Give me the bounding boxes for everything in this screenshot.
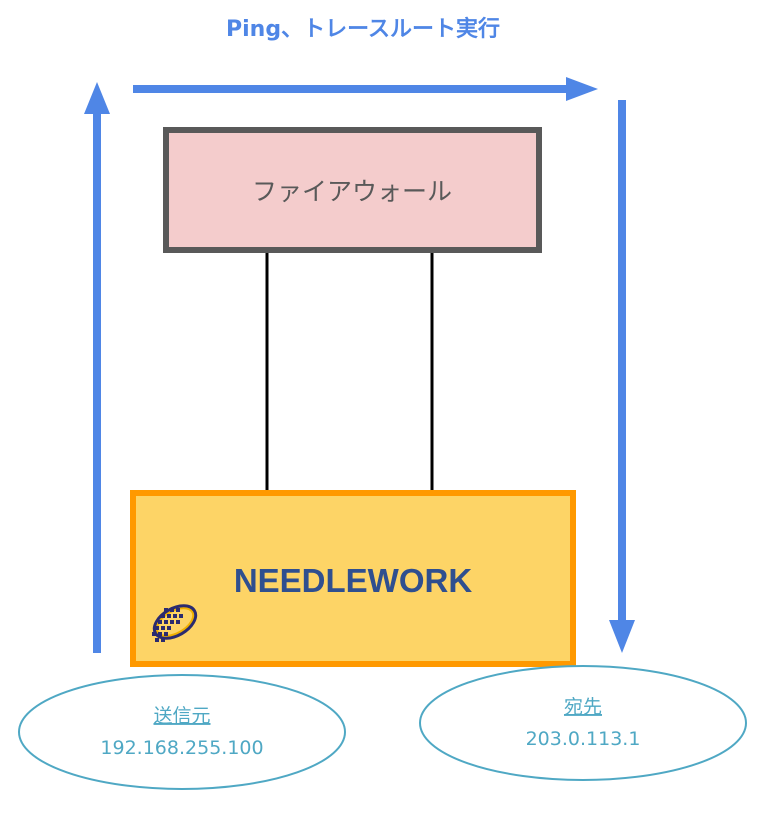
right-arrow-icon (133, 77, 598, 101)
source-address: 192.168.255.100 (100, 737, 263, 759)
needlework-logo-icon (152, 604, 198, 642)
firewall-box: ファイアウォール (163, 127, 542, 253)
up-arrow-icon (84, 82, 110, 653)
destination-address: 203.0.113.1 (526, 728, 641, 750)
source-label: 送信元 (153, 705, 210, 727)
down-arrow-icon (609, 100, 635, 653)
diagram-title: Ping、トレースルート実行 (226, 16, 500, 42)
firewall-label: ファイアウォール (252, 177, 452, 206)
needlework-label: NEEDLEWORK (234, 562, 473, 599)
needlework-box: NEEDLEWORK (130, 490, 576, 667)
destination-endpoint: 宛先 203.0.113.1 (419, 665, 747, 781)
destination-label: 宛先 (564, 696, 602, 718)
source-endpoint: 送信元 192.168.255.100 (18, 674, 346, 790)
